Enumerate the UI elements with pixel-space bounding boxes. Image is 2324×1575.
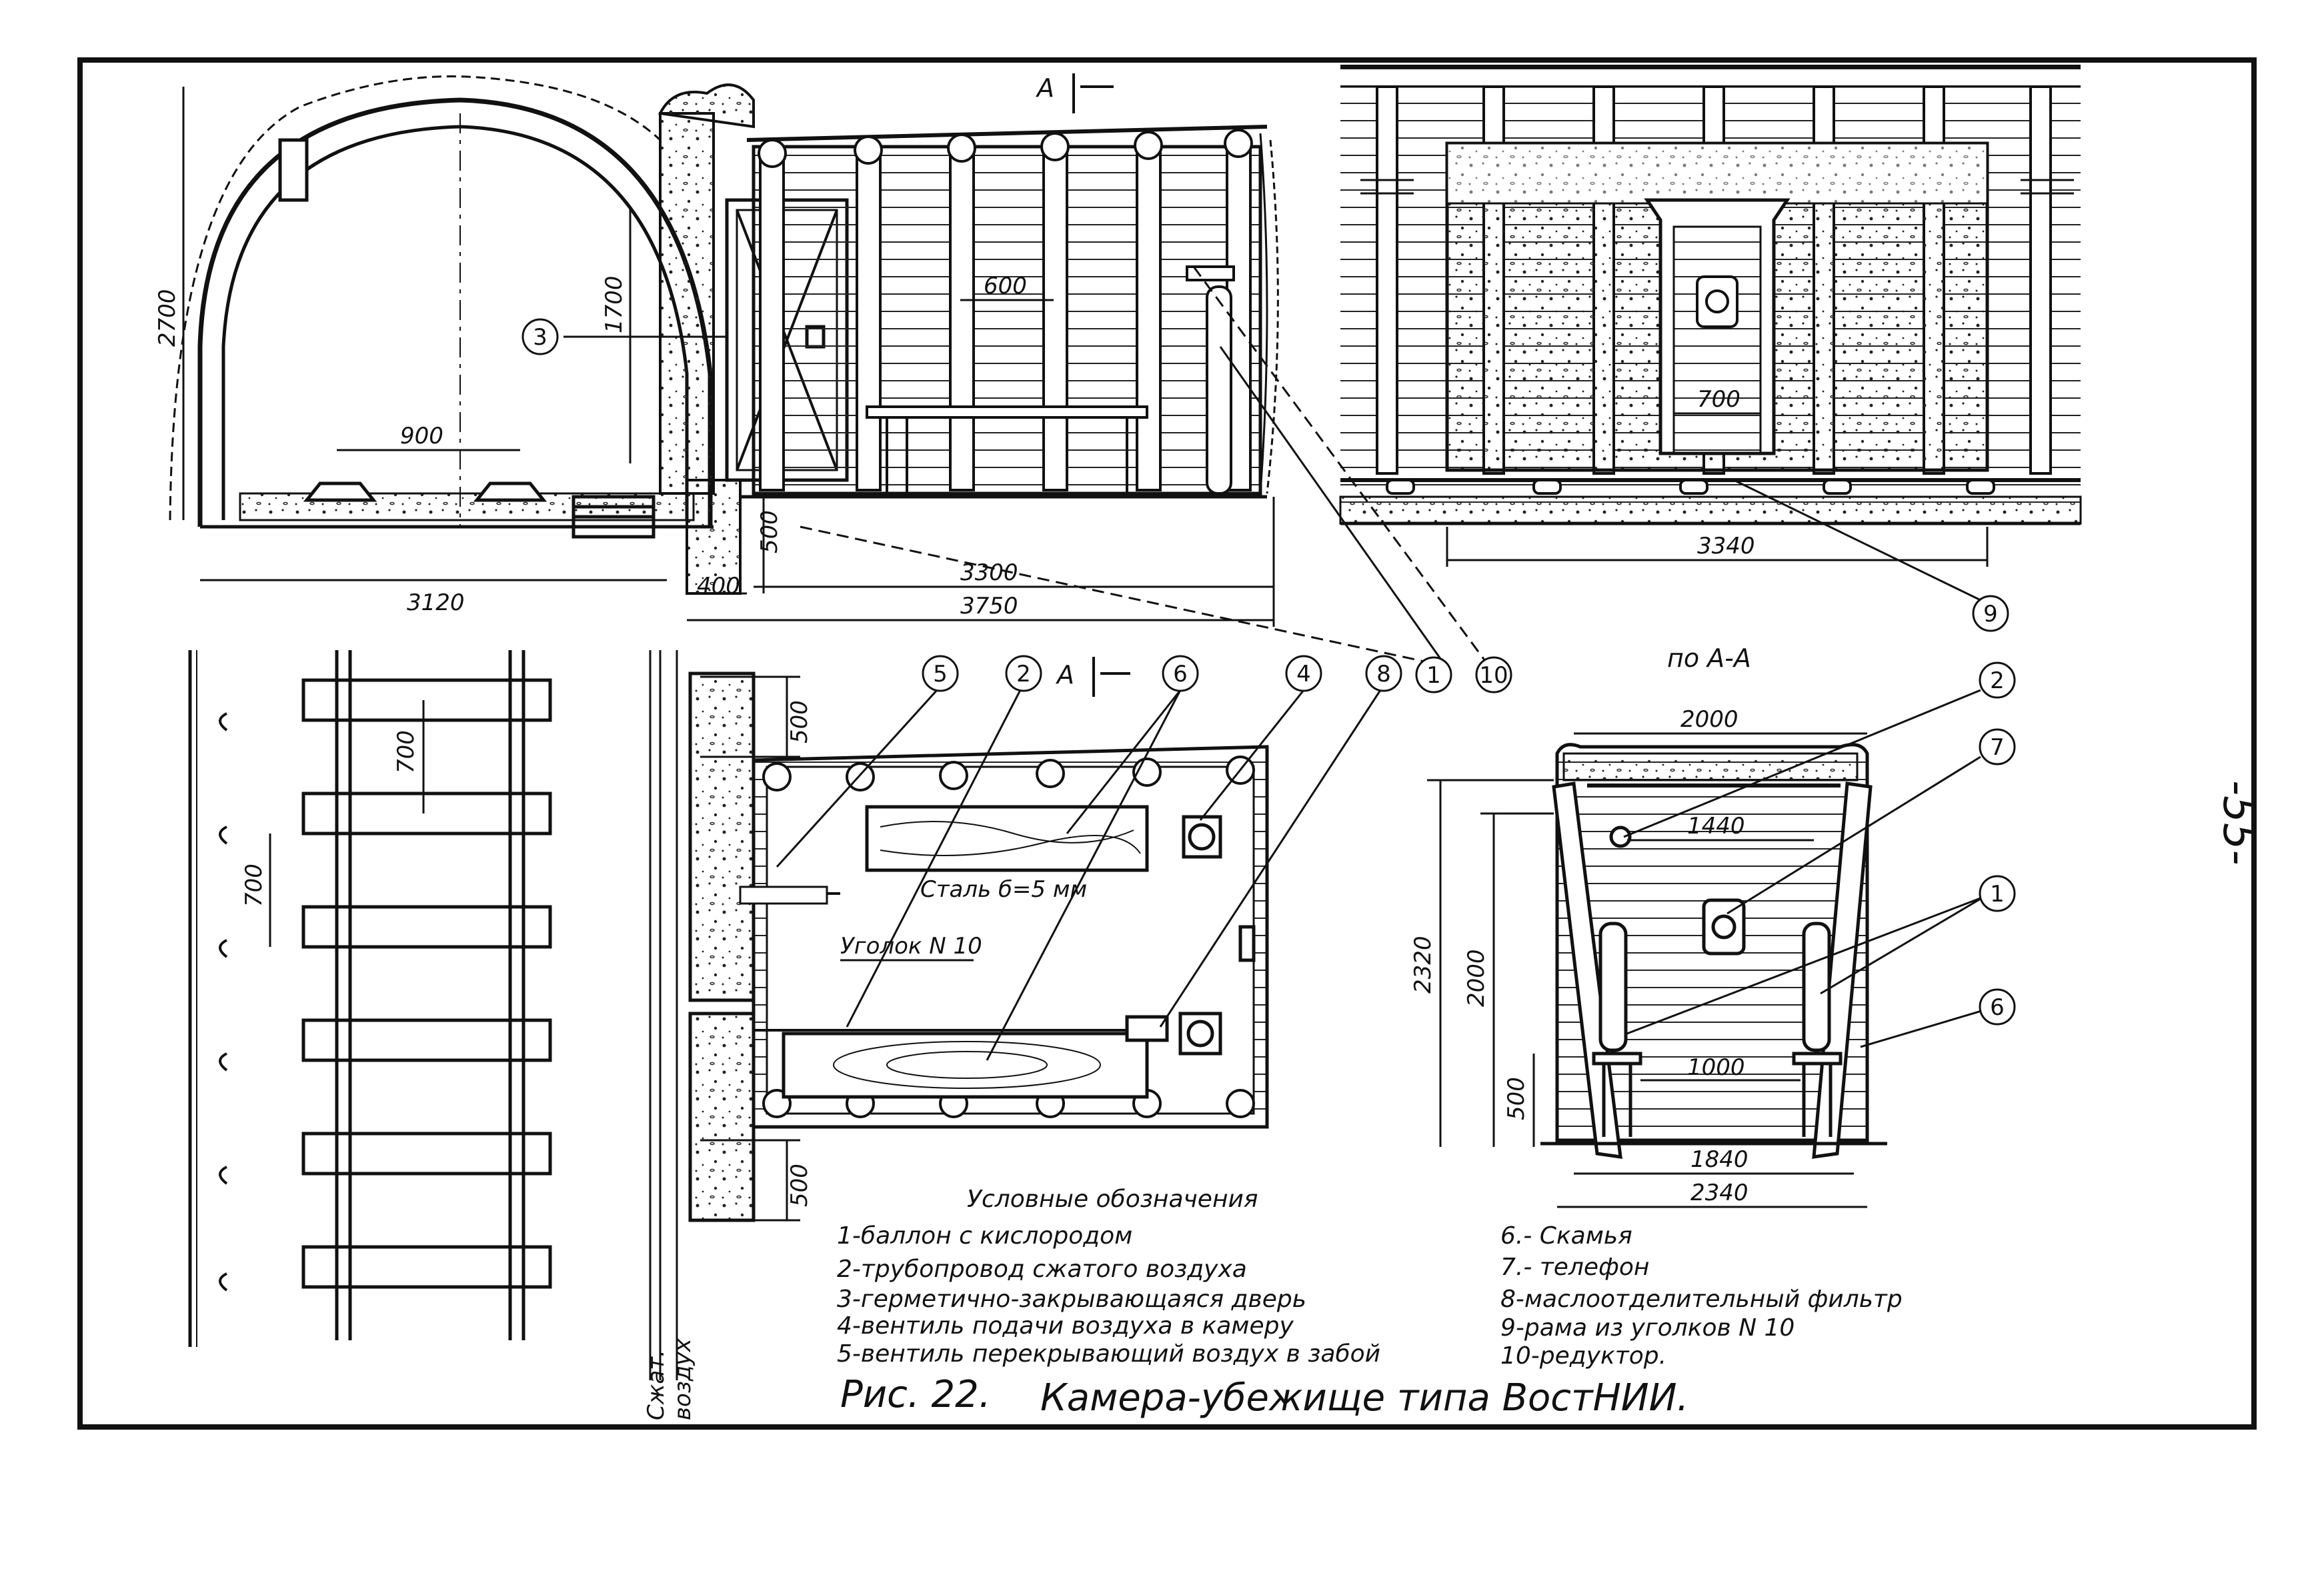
chamber-plan bbox=[688, 671, 1269, 1222]
callout-5-num: 5 bbox=[933, 661, 948, 687]
callout-4-num: 4 bbox=[1296, 661, 1311, 687]
legend-item-5: 5-вентиль перекрывающий воздух в забой bbox=[837, 1340, 1380, 1368]
callout-1-aa-num: 1 bbox=[1990, 881, 2005, 908]
callout-1-top-num: 1 bbox=[1426, 662, 1441, 689]
dim-400: 400 bbox=[697, 573, 740, 599]
callout-6-aa bbox=[1979, 988, 2016, 1026]
section-aa-label: по А-А bbox=[1667, 643, 1751, 673]
legend: Условные обозначения 1-баллон с кислород… bbox=[837, 1186, 1903, 1370]
callout-leaders bbox=[563, 266, 1985, 1061]
top-left-dimensions bbox=[182, 87, 1275, 627]
dim-2700: 2700 bbox=[154, 289, 181, 347]
callout-8-num: 8 bbox=[1376, 661, 1391, 687]
callout-1-top bbox=[1415, 656, 1452, 693]
callout-numbers: 3 1 10 9 5 2 6 4 8 2 7 1 6 bbox=[533, 324, 2005, 1021]
figure-title: Камера-убежище типа ВостНИИ. bbox=[1040, 1376, 1688, 1420]
dim-600: 600 bbox=[984, 273, 1027, 299]
dim-500c: 500 bbox=[786, 1164, 813, 1207]
legend-item-7: 7.- телефон bbox=[1500, 1254, 1649, 1281]
legend-item-9: 9-рама из уголков N 10 bbox=[1500, 1314, 1795, 1342]
dim-2000b: 2000 bbox=[1463, 949, 1490, 1007]
dim-3340: 3340 bbox=[1697, 533, 1755, 559]
callout-6-aa-num: 6 bbox=[1990, 994, 2005, 1021]
legend-item-4: 4-вентиль подачи воздуха в камеру bbox=[837, 1312, 1294, 1340]
dim-900: 900 bbox=[400, 423, 443, 449]
dim-1440: 1440 bbox=[1687, 813, 1745, 840]
legend-item-2: 2-трубопровод сжатого воздуха bbox=[837, 1256, 1247, 1283]
section-aa bbox=[1427, 732, 1887, 1208]
dim-500b: 500 bbox=[786, 700, 813, 743]
section-mark-top bbox=[1072, 73, 1114, 113]
section-mark-bottom bbox=[1092, 657, 1130, 697]
drawing-frame bbox=[77, 57, 2257, 1430]
legend-item-6: 6.- Скамья bbox=[1500, 1222, 1632, 1250]
door-pillar bbox=[658, 83, 755, 595]
dim-1000: 1000 bbox=[1687, 1054, 1745, 1081]
section-mark-top-label: А bbox=[1035, 73, 1054, 103]
arch-cross-section bbox=[169, 75, 714, 539]
callout-6-plan-num: 6 bbox=[1173, 661, 1188, 687]
track-plan bbox=[188, 650, 678, 1380]
air-pipe-label: Сжат. воздух bbox=[643, 1338, 696, 1420]
dim-700a: 700 bbox=[1697, 386, 1740, 413]
dim-3750: 3750 bbox=[960, 593, 1018, 619]
callout-6-plan bbox=[1162, 655, 1199, 692]
dim-700b: 700 bbox=[393, 730, 419, 773]
air-pipe-label-2: воздух bbox=[670, 1338, 696, 1420]
legend-item-1: 1-баллон с кислородом bbox=[837, 1222, 1132, 1250]
dim-3120: 3120 bbox=[407, 589, 465, 616]
legend-title: Условные обозначения bbox=[967, 1186, 1258, 1213]
dim-700c: 700 bbox=[241, 864, 267, 907]
legend-item-10: 10-редуктор. bbox=[1500, 1342, 1666, 1370]
dim-1700: 1700 bbox=[601, 275, 628, 333]
legend-item-8: 8-маслоотделительный фильтр bbox=[1500, 1286, 1903, 1313]
callout-2-plan bbox=[1005, 655, 1042, 692]
callout-1-aa bbox=[1979, 875, 2016, 912]
callout-9 bbox=[1972, 595, 2009, 632]
callout-5 bbox=[922, 655, 959, 692]
callout-8 bbox=[1365, 655, 1402, 692]
legend-item-3: 3-герметично-закрывающаяся дверь bbox=[837, 1286, 1306, 1313]
callout-4 bbox=[1285, 655, 1322, 692]
callout-3 bbox=[521, 318, 559, 355]
dim-2000: 2000 bbox=[1680, 706, 1738, 733]
callout-10 bbox=[1475, 656, 1512, 693]
callout-2-plan-num: 2 bbox=[1016, 661, 1031, 687]
callout-2-aa-num: 2 bbox=[1990, 667, 2005, 694]
figure-number: Рис. 22. bbox=[840, 1373, 991, 1416]
air-pipe-label-1: Сжат. bbox=[643, 1350, 670, 1420]
callouts bbox=[521, 318, 2016, 1026]
callout-9-num: 9 bbox=[1983, 601, 1998, 627]
dim-1840: 1840 bbox=[1690, 1146, 1749, 1173]
callout-2-aa bbox=[1979, 661, 2016, 699]
dim-500a: 500 bbox=[756, 510, 783, 553]
section-mark-bottom-label: А bbox=[1055, 660, 1074, 689]
dim-2340: 2340 bbox=[1690, 1180, 1749, 1206]
chamber-long-section bbox=[740, 125, 1279, 499]
elevation-view bbox=[1339, 65, 2082, 567]
steel-label: Сталь б=5 мм bbox=[920, 876, 1087, 903]
callout-7-num: 7 bbox=[1990, 734, 2005, 761]
callout-3-num: 3 bbox=[533, 324, 547, 351]
dim-2320: 2320 bbox=[1410, 936, 1436, 994]
callout-7 bbox=[1979, 728, 2016, 765]
dim-500d: 500 bbox=[1503, 1077, 1530, 1120]
callout-10-num: 10 bbox=[1479, 662, 1508, 689]
angle-label: Уголок N 10 bbox=[840, 933, 982, 960]
page-number: -55- bbox=[2213, 780, 2263, 866]
